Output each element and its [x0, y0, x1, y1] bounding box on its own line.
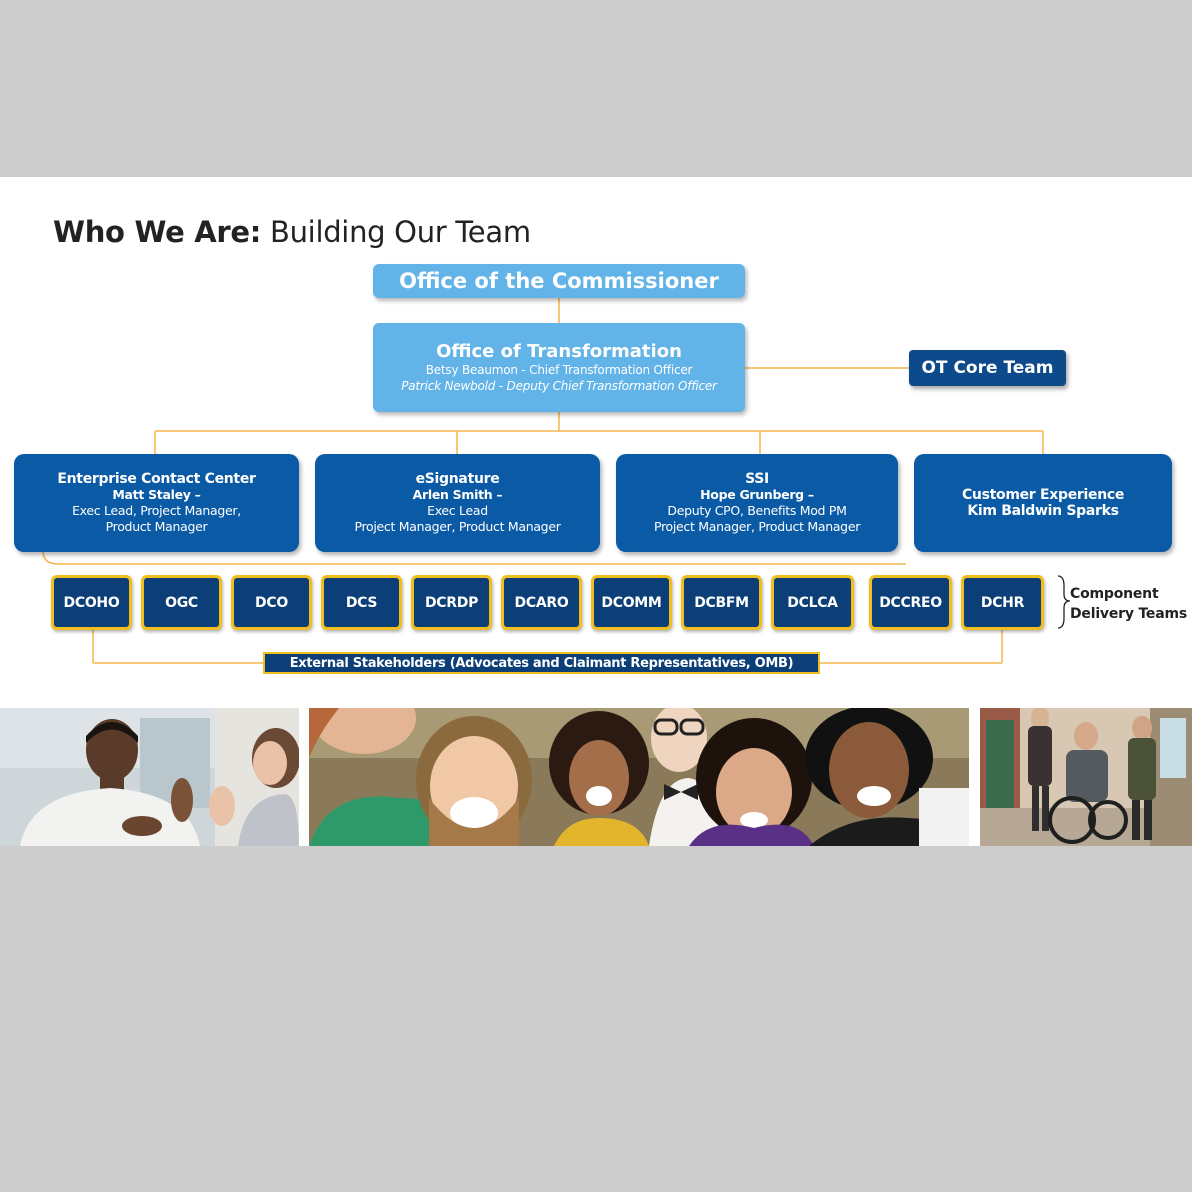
program-line: Exec Lead, Project Manager, — [72, 503, 241, 518]
program-lead: Hope Grunberg – — [700, 487, 814, 502]
program-lead: Arlen Smith – — [412, 487, 503, 502]
office-of-the-commissioner: Office of the Commissioner — [373, 264, 745, 298]
program-line: Project Manager, Product Manager — [653, 519, 861, 534]
program-line: Product Manager — [105, 519, 208, 534]
component-dcbfm: DCBFM — [681, 575, 762, 630]
component-dccreo: DCCREO — [869, 575, 952, 630]
program-lead: Kim Baldwin Sparks — [967, 503, 1119, 519]
component-brace — [1057, 575, 1071, 629]
component-dcrdp: DCRDP — [411, 575, 492, 630]
program-line: Project Manager, Product Manager — [354, 519, 561, 534]
component-dcs: DCS — [321, 575, 402, 630]
component-dco: DCO — [231, 575, 312, 630]
component-ogc: OGC — [141, 575, 222, 630]
ot-core-team: OT Core Team — [909, 350, 1066, 386]
photo-street-scene — [980, 708, 1192, 846]
title-bold: Who We Are: — [53, 215, 262, 249]
program-title: Customer Experience — [961, 487, 1125, 503]
component-dcomm: DCOMM — [591, 575, 672, 630]
component-dclca: DCLCA — [771, 575, 854, 630]
component-label-line2: Delivery Teams — [1070, 606, 1187, 622]
transformation-line1: Betsy Beaumon - Chief Transformation Off… — [425, 362, 693, 377]
program-customer-experience: Customer Experience Kim Baldwin Sparks — [914, 454, 1172, 552]
slide-title: Who We Are: Building Our Team — [53, 215, 531, 249]
program-line: Deputy CPO, Benefits Mod PM — [667, 503, 847, 518]
program-title: Enterprise Contact Center — [57, 471, 256, 487]
photo-group-smiling — [309, 708, 969, 846]
program-enterprise-contact-center: Enterprise Contact Center Matt Staley – … — [14, 454, 299, 552]
program-line: Exec Lead — [427, 503, 488, 518]
photo-sign-language — [0, 708, 299, 846]
component-dcaro: DCARO — [501, 575, 582, 630]
program-esignature: eSignature Arlen Smith – Exec Lead Proje… — [315, 454, 600, 552]
slide: Who We Are: Building Our Team Office of … — [0, 177, 1192, 846]
component-label-line1: Component — [1070, 586, 1159, 602]
transformation-name: Office of Transformation — [436, 340, 682, 362]
program-lead: Matt Staley – — [112, 487, 201, 502]
office-of-transformation: Office of Transformation Betsy Beaumon -… — [373, 323, 745, 412]
component-dchr: DCHR — [961, 575, 1044, 630]
component-delivery-teams-label: Component Delivery Teams — [1070, 584, 1187, 624]
program-ssi: SSI Hope Grunberg – Deputy CPO, Benefits… — [616, 454, 898, 552]
title-rest: Building Our Team — [261, 215, 531, 249]
program-title: eSignature — [415, 471, 500, 487]
transformation-line2: Patrick Newbold - Deputy Chief Transform… — [401, 378, 717, 393]
external-stakeholders: External Stakeholders (Advocates and Cla… — [263, 652, 820, 674]
connector-lines — [42, 298, 1071, 664]
program-title: SSI — [745, 471, 769, 487]
component-dcoho: DCOHO — [51, 575, 132, 630]
